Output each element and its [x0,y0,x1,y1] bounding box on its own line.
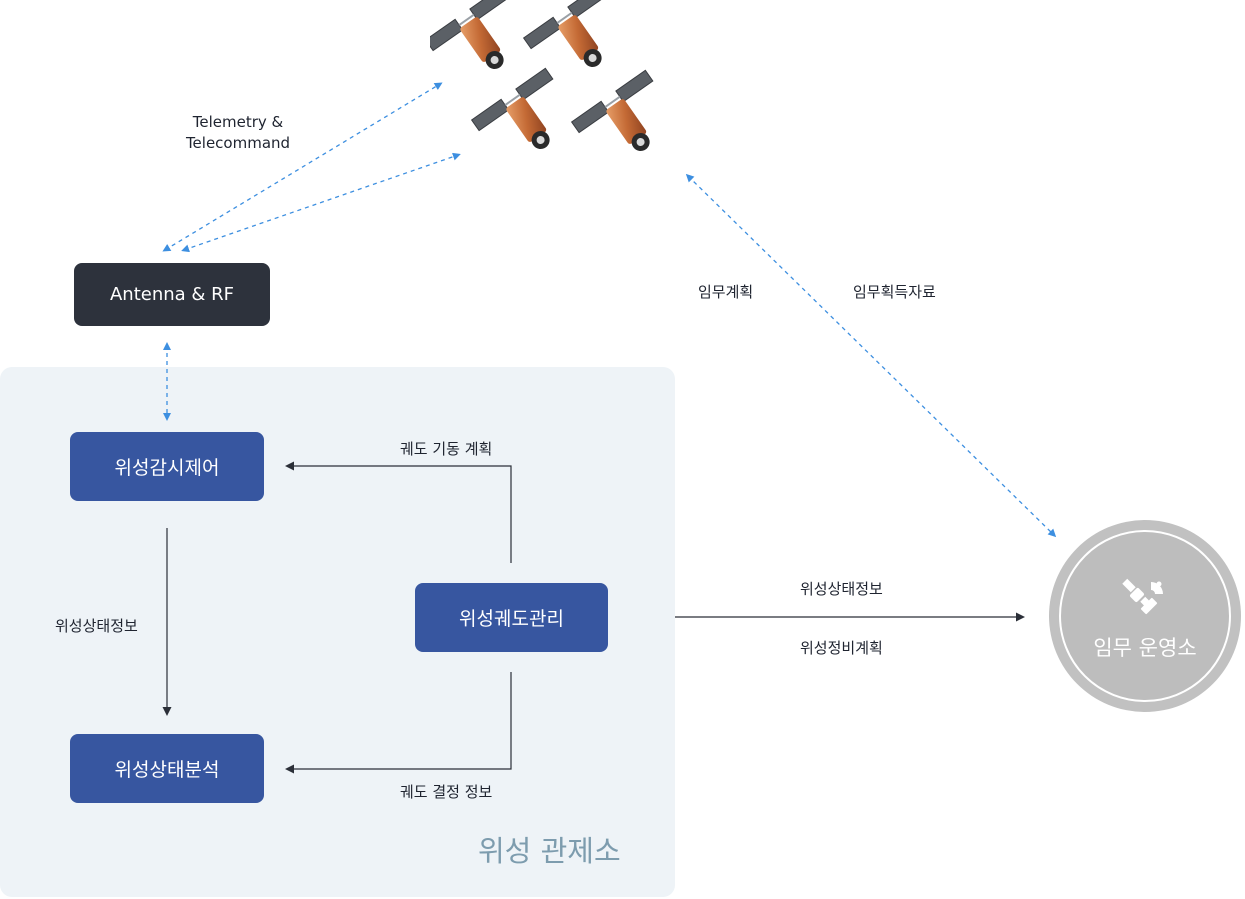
mission-data-label: 임무획득자료 [853,283,936,301]
satellite-orbit-management-box: 위성궤도관리 [415,583,608,652]
satellite-icon [430,0,508,70]
satellite-dish-icon [1122,578,1163,615]
satellite-icon [522,0,606,68]
satellite-status-analysis-label: 위성상태분석 [114,759,220,781]
orbit-determination-info-label: 궤도 결정 정보 [400,783,493,801]
telemetry-label-line2: Telecommand [185,134,291,152]
mission-plan-label: 임무계획 [698,283,754,301]
antenna-rf-box: Antenna & RF [74,263,270,326]
maneuver-plan-arrow [285,461,512,563]
orbit-info-arrow [285,672,512,774]
control-center-title: 위성 관제소 [478,834,621,868]
satellite-icon [570,69,654,152]
satellite-constellation [430,0,654,152]
satellite-monitor-control-box: 위성감시제어 [70,432,264,501]
satellite-status-info-label-right: 위성상태정보 [800,580,883,598]
mission-link-arrow [685,173,1057,538]
satellite-maintenance-plan-label: 위성정비계획 [800,639,883,657]
telemetry-label: Telemetry & Telecommand [168,113,308,152]
mission-operations-station: 임무 운영소 [1049,520,1241,712]
uplink-arrow-2 [181,152,461,253]
mission-operations-label: 임무 운영소 [1093,636,1197,660]
satellite-monitor-control-label: 위성감시제어 [114,457,220,479]
satellite-status-analysis-box: 위성상태분석 [70,734,264,803]
uplink-arrow-1 [162,82,443,252]
satellite-icon [470,67,554,150]
station-ring [1059,530,1231,702]
telemetry-label-line1: Telemetry & [192,113,284,131]
satellite-status-info-label-left: 위성상태정보 [55,617,138,635]
satellite-orbit-management-label: 위성궤도관리 [459,608,564,630]
antenna-rf-label: Antenna & RF [109,284,235,305]
orbit-maneuver-plan-label: 궤도 기동 계획 [400,440,493,458]
